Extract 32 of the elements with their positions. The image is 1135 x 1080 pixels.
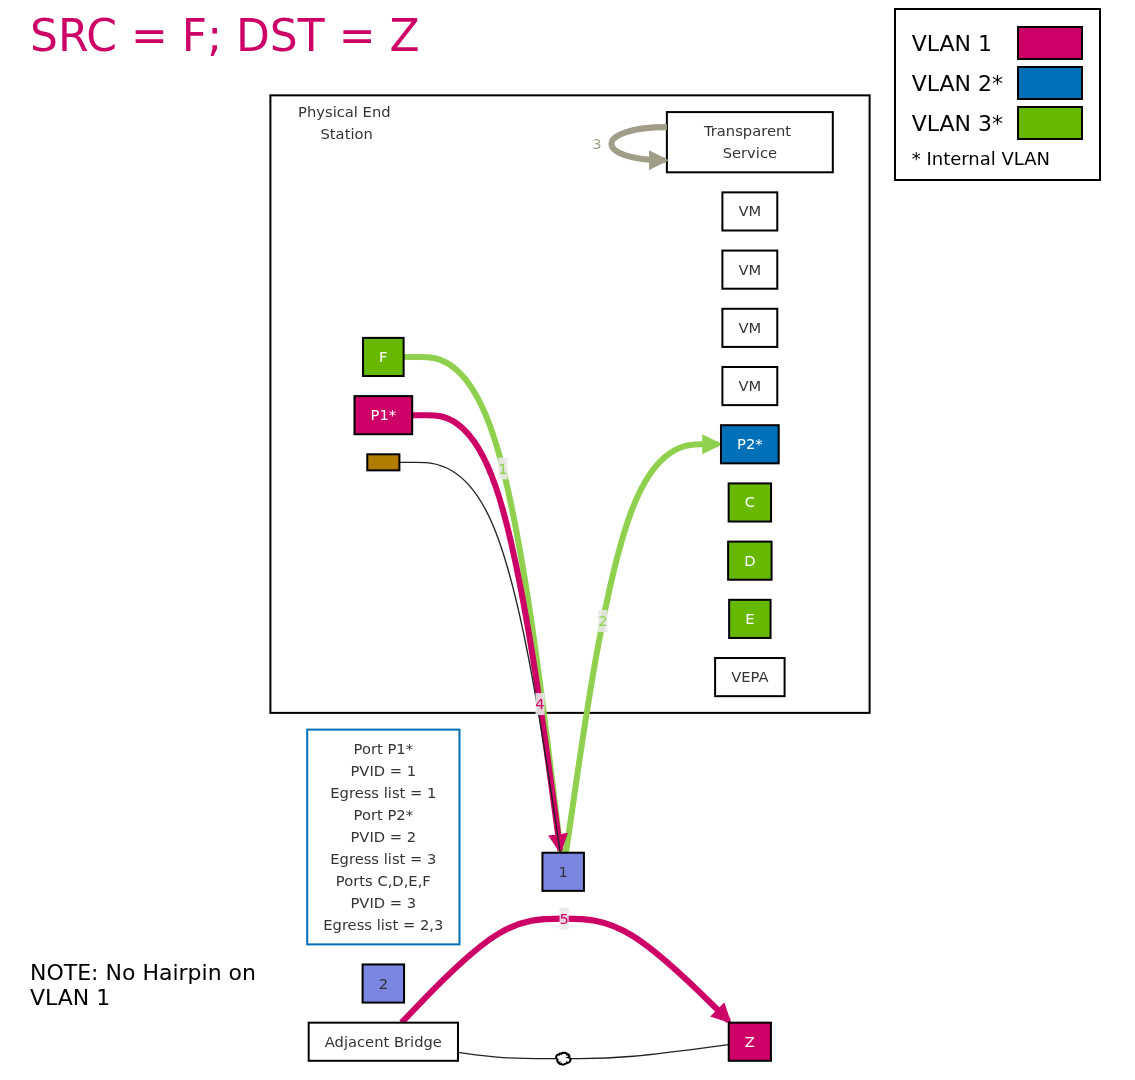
node-box: Transparent Service: [665, 111, 834, 174]
node-box: 1: [541, 851, 585, 892]
edge-label: 1: [498, 457, 508, 480]
node-box: VM: [721, 191, 779, 232]
edge-label: 2: [598, 610, 608, 633]
node-box: VM: [721, 307, 779, 348]
node-box: 2: [361, 963, 406, 1004]
legend-label: VLAN 1: [911, 30, 992, 56]
node-box: Z: [727, 1021, 772, 1062]
diagram-title: SRC = F; DST = Z: [30, 10, 420, 61]
legend-label: VLAN 3*: [911, 110, 1003, 136]
node-box: VM: [721, 366, 779, 407]
node-box: P1*: [353, 395, 414, 436]
edge-label: 5: [559, 907, 569, 930]
node-box: VM: [721, 249, 779, 290]
legend-label: VLAN 2*: [911, 70, 1003, 96]
node-box: C: [727, 482, 773, 523]
node-box: [366, 453, 401, 472]
node-box: Port P1* PVID = 1 Egress list = 1 Port P2* PVID = 2 Egress list = 3 Ports C,D,E,F PVID = 3 Egress list = 2,3: [306, 728, 461, 946]
node-box: F: [362, 336, 405, 378]
node-box: Adjacent Bridge: [307, 1021, 459, 1062]
note-text: * Internal VLAN: [911, 148, 1052, 169]
node-box: D: [727, 540, 773, 581]
node-box: VEPA: [714, 657, 786, 698]
edge-label: 4: [535, 693, 545, 716]
cloud-shape: [555, 1051, 572, 1066]
arrow: [608, 124, 669, 170]
edge-label: 3: [592, 135, 602, 153]
connector-line: [457, 1051, 557, 1060]
note-text: NOTE: No Hairpin on VLAN 1: [30, 960, 258, 1010]
node-box: E: [728, 598, 772, 639]
node-box: P2*: [720, 424, 780, 465]
